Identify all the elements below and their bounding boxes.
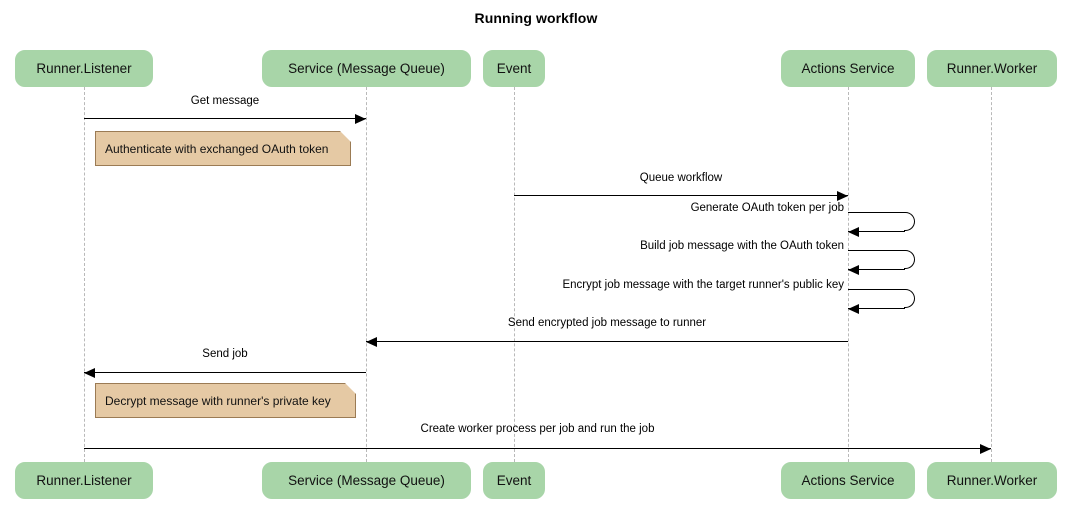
message-label-create-worker-process: Create worker process per job and run th…	[420, 423, 655, 435]
message-label-build-job-message: Build job message with the OAuth token	[640, 240, 844, 252]
note-decrypt-note: Decrypt message with runner's private ke…	[95, 383, 356, 418]
message-encrypt-job-message[interactable]	[848, 289, 915, 314]
footer-participant-runner-worker[interactable]: Runner.Worker	[927, 462, 1057, 499]
selfloop-cap	[904, 212, 915, 231]
lifeline-runner-worker	[991, 87, 992, 462]
footer-participant-service-queue[interactable]: Service (Message Queue)	[262, 462, 471, 499]
participant-label: Runner.Listener	[36, 61, 132, 76]
selfloop-top-line	[848, 289, 905, 290]
participant-label: Runner.Worker	[946, 473, 1038, 488]
arrowhead-right-icon	[980, 444, 991, 454]
header-participant-event[interactable]: Event	[483, 50, 545, 87]
selfloop-cap	[904, 289, 915, 308]
message-send-job[interactable]	[84, 372, 366, 373]
participant-label: Event	[496, 473, 532, 488]
message-get-message[interactable]	[84, 118, 366, 119]
arrowhead-left-icon	[848, 265, 859, 275]
header-participant-service-queue[interactable]: Service (Message Queue)	[262, 50, 471, 87]
selfloop-top-line	[848, 212, 905, 213]
note-fold-icon	[340, 131, 351, 142]
selfloop-cap	[904, 250, 915, 269]
header-participant-runner-listener[interactable]: Runner.Listener	[15, 50, 153, 87]
message-send-encrypted-job-message[interactable]	[366, 341, 848, 342]
lifeline-runner-listener	[84, 87, 85, 462]
message-label-send-job: Send job	[202, 348, 248, 360]
arrowhead-left-icon	[848, 227, 859, 237]
selfloop-bottom-line	[848, 308, 905, 309]
participant-label: Runner.Worker	[946, 61, 1038, 76]
participant-label: Service (Message Queue)	[288, 473, 445, 488]
message-build-job-message[interactable]	[848, 250, 915, 275]
lifeline-service-queue	[366, 87, 367, 462]
participant-label: Event	[496, 61, 532, 76]
message-create-worker-process[interactable]	[84, 448, 991, 449]
message-label-generate-oauth-token: Generate OAuth token per job	[690, 202, 844, 214]
note-fold-icon	[345, 383, 356, 394]
footer-participant-event[interactable]: Event	[483, 462, 545, 499]
arrowhead-left-icon	[848, 304, 859, 314]
note-text: Decrypt message with runner's private ke…	[105, 393, 331, 408]
message-label-encrypt-job-message: Encrypt job message with the target runn…	[562, 279, 844, 291]
diagram-title: Running workflow	[474, 10, 598, 26]
arrowhead-left-icon	[84, 368, 95, 378]
arrowhead-right-icon	[355, 114, 366, 124]
message-label-queue-workflow: Queue workflow	[639, 172, 723, 184]
arrowhead-right-icon	[837, 191, 848, 201]
footer-participant-actions-service[interactable]: Actions Service	[781, 462, 915, 499]
note-authenticate-note: Authenticate with exchanged OAuth token	[95, 131, 351, 166]
message-queue-workflow[interactable]	[514, 195, 848, 196]
participant-label: Runner.Listener	[36, 473, 132, 488]
note-text: Authenticate with exchanged OAuth token	[105, 141, 329, 156]
message-generate-oauth-token[interactable]	[848, 212, 915, 237]
footer-participant-runner-listener[interactable]: Runner.Listener	[15, 462, 153, 499]
selfloop-top-line	[848, 250, 905, 251]
arrowhead-left-icon	[366, 337, 377, 347]
selfloop-bottom-line	[848, 231, 905, 232]
participant-label: Service (Message Queue)	[288, 61, 445, 76]
lifeline-event	[514, 87, 515, 462]
header-participant-runner-worker[interactable]: Runner.Worker	[927, 50, 1057, 87]
participant-label: Actions Service	[801, 61, 895, 76]
selfloop-bottom-line	[848, 269, 905, 270]
participant-label: Actions Service	[801, 473, 895, 488]
message-label-send-encrypted-job-message: Send encrypted job message to runner	[507, 317, 707, 329]
message-label-get-message: Get message	[190, 95, 260, 107]
header-participant-actions-service[interactable]: Actions Service	[781, 50, 915, 87]
